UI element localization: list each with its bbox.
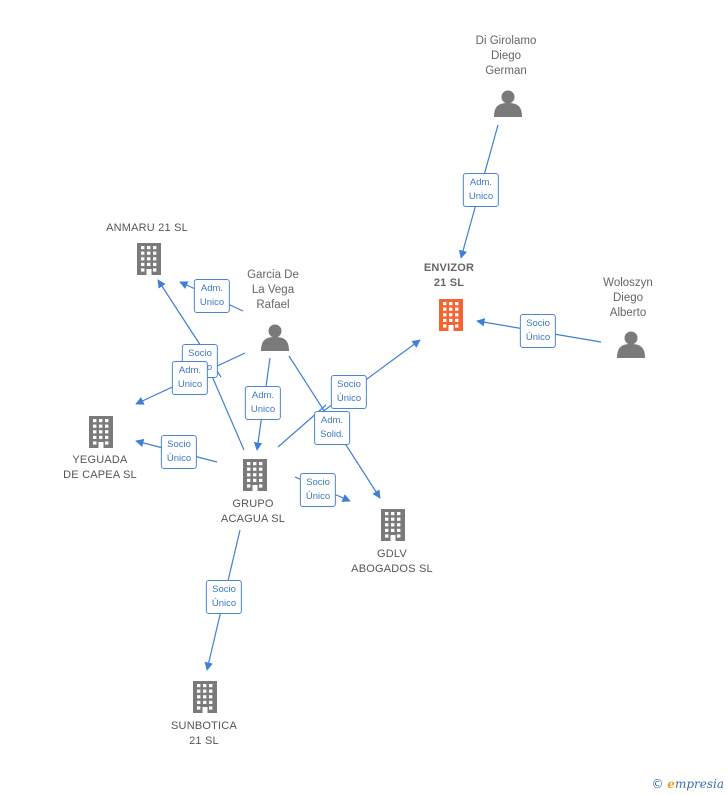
copyright-brand[interactable]: © empresia (651, 777, 724, 791)
node-label-garcia[interactable]: Garcia De La Vega Rafael (247, 269, 299, 311)
node-label-sunbotica[interactable]: SUNBOTICA 21 SL (171, 720, 237, 747)
person-icon-woloszyn[interactable] (617, 331, 645, 359)
node-label-digirolamo[interactable]: Di Girolamo Diego German (475, 35, 537, 77)
building-icon-envizor[interactable] (439, 299, 463, 331)
relation-label-2[interactable]: Adm. Unico (193, 279, 231, 313)
relation-label-5[interactable]: Adm. Unico (244, 386, 282, 420)
relation-label-9[interactable]: Socio Único (299, 473, 337, 507)
node-label-gdlv[interactable]: GDLV ABOGADOS SL (351, 548, 433, 575)
node-label-grupo[interactable]: GRUPO ACAGUA SL (220, 498, 286, 525)
node-label-envizor[interactable]: ENVIZOR 21 SL (423, 262, 475, 289)
node-label-anmaru[interactable]: ANMARU 21 SL (106, 222, 188, 234)
person-icon-digirolamo[interactable] (494, 90, 522, 118)
relation-label-1[interactable]: Socio Único (519, 314, 557, 348)
building-icon-sunbotica[interactable] (193, 681, 217, 713)
building-icon-gdlv[interactable] (381, 509, 405, 541)
relation-label-6[interactable]: Socio Único (330, 375, 368, 409)
relation-label-8[interactable]: Socio Único (160, 435, 198, 469)
brand-name: mpresia (674, 777, 724, 791)
person-icon-garcia[interactable] (261, 324, 289, 352)
copyright-symbol: © (651, 777, 664, 791)
relation-label-0[interactable]: Adm. Unico (462, 173, 500, 207)
building-icon-anmaru[interactable] (137, 243, 161, 275)
building-icon-yeguada[interactable] (89, 416, 113, 448)
relation-label-4[interactable]: Adm. Unico (171, 361, 209, 395)
brand-initial: e (667, 777, 675, 791)
relation-label-10[interactable]: Socio Único (205, 580, 243, 614)
relation-label-7[interactable]: Adm. Solid. (314, 411, 350, 445)
node-label-yeguada[interactable]: YEGUADA DE CAPEA SL (63, 454, 137, 481)
building-icon-grupo[interactable] (243, 459, 267, 491)
node-label-woloszyn[interactable]: Woloszyn Diego Alberto (603, 277, 653, 319)
